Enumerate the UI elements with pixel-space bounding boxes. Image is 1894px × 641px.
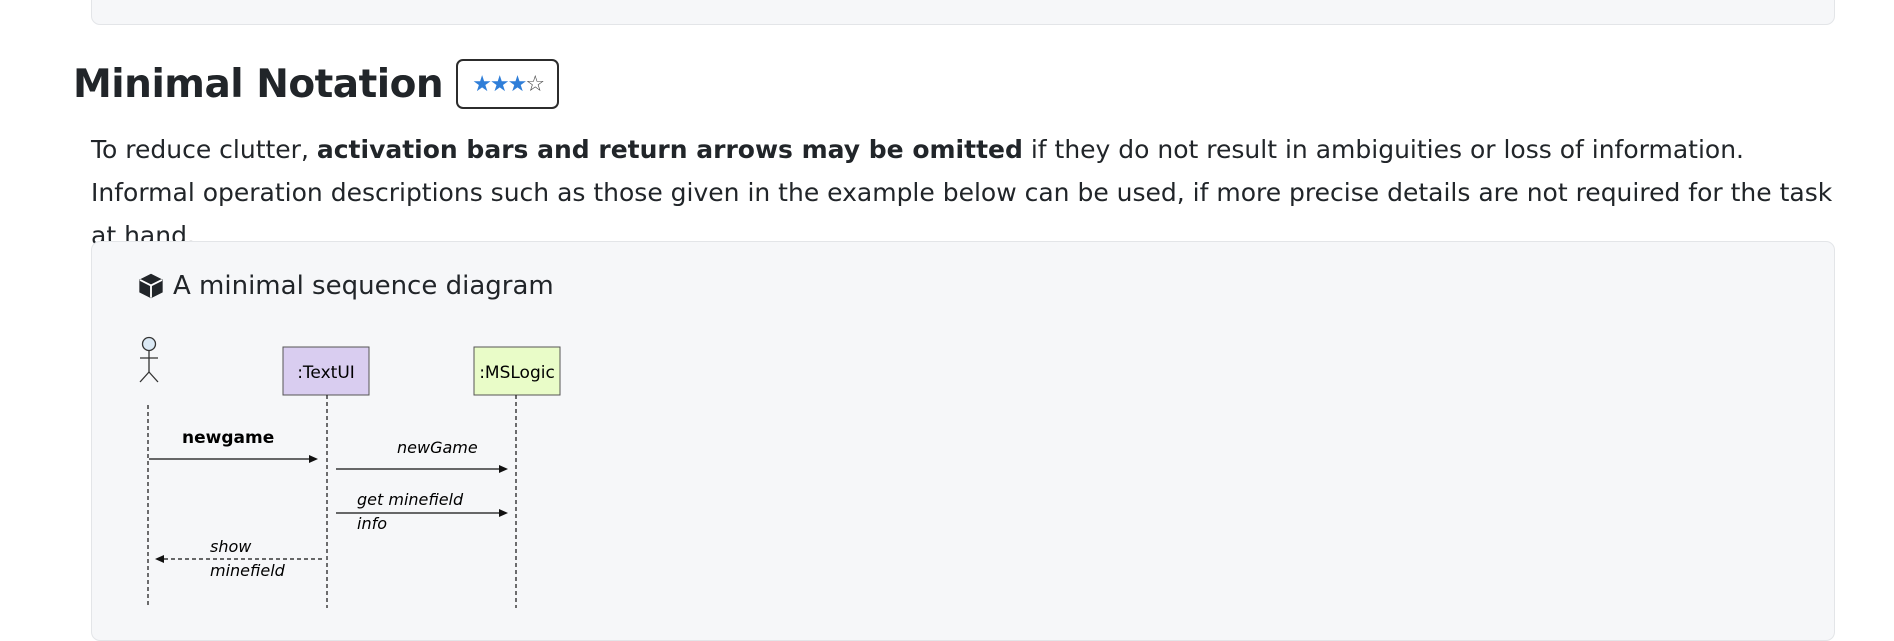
message-get-minefield-label-line2: info xyxy=(357,514,387,533)
message-get-minefield-label-line1: get minefield xyxy=(357,490,464,509)
difficulty-rating-badge: ★★★☆ xyxy=(456,59,560,109)
example-title: A minimal sequence diagram xyxy=(173,271,554,301)
section-heading: Minimal Notation ★★★☆ xyxy=(73,58,560,110)
sequence-diagram: :TextUI :MSLogic newgame newGame get min… xyxy=(139,336,561,608)
message-newGame-label: newGame xyxy=(397,438,478,457)
example-box xyxy=(91,241,1835,641)
section-title: Minimal Notation xyxy=(73,61,444,107)
actor-icon xyxy=(139,336,159,383)
example-header: A minimal sequence diagram xyxy=(137,266,554,306)
participant-textui-label: :TextUI xyxy=(297,363,355,383)
arrowhead-icon xyxy=(309,455,318,463)
paragraph-text-end: if they do not result in ambiguities or … xyxy=(91,135,1833,250)
message-show-minefield-label-line2: minefield xyxy=(210,561,286,580)
box-icon xyxy=(139,273,163,299)
empty-star-icon: ☆ xyxy=(525,71,545,97)
message-show-minefield-label-line1: show xyxy=(210,537,252,556)
message-newgame-label: newgame xyxy=(182,428,274,448)
participant-mslogic: :MSLogic xyxy=(473,346,561,396)
paragraph-bold-text: activation bars and return arrows may be… xyxy=(316,135,1023,164)
arrowhead-icon xyxy=(499,465,508,473)
arrowhead-icon xyxy=(499,509,508,517)
filled-star-icons: ★★★ xyxy=(472,71,527,97)
arrowhead-icon xyxy=(155,555,164,563)
participant-mslogic-label: :MSLogic xyxy=(479,363,555,383)
paragraph-text-start: To reduce clutter, xyxy=(91,135,317,164)
intro-paragraph: To reduce clutter, activation bars and r… xyxy=(91,128,1841,257)
previous-content-box xyxy=(91,0,1835,25)
participant-textui: :TextUI xyxy=(282,346,370,396)
